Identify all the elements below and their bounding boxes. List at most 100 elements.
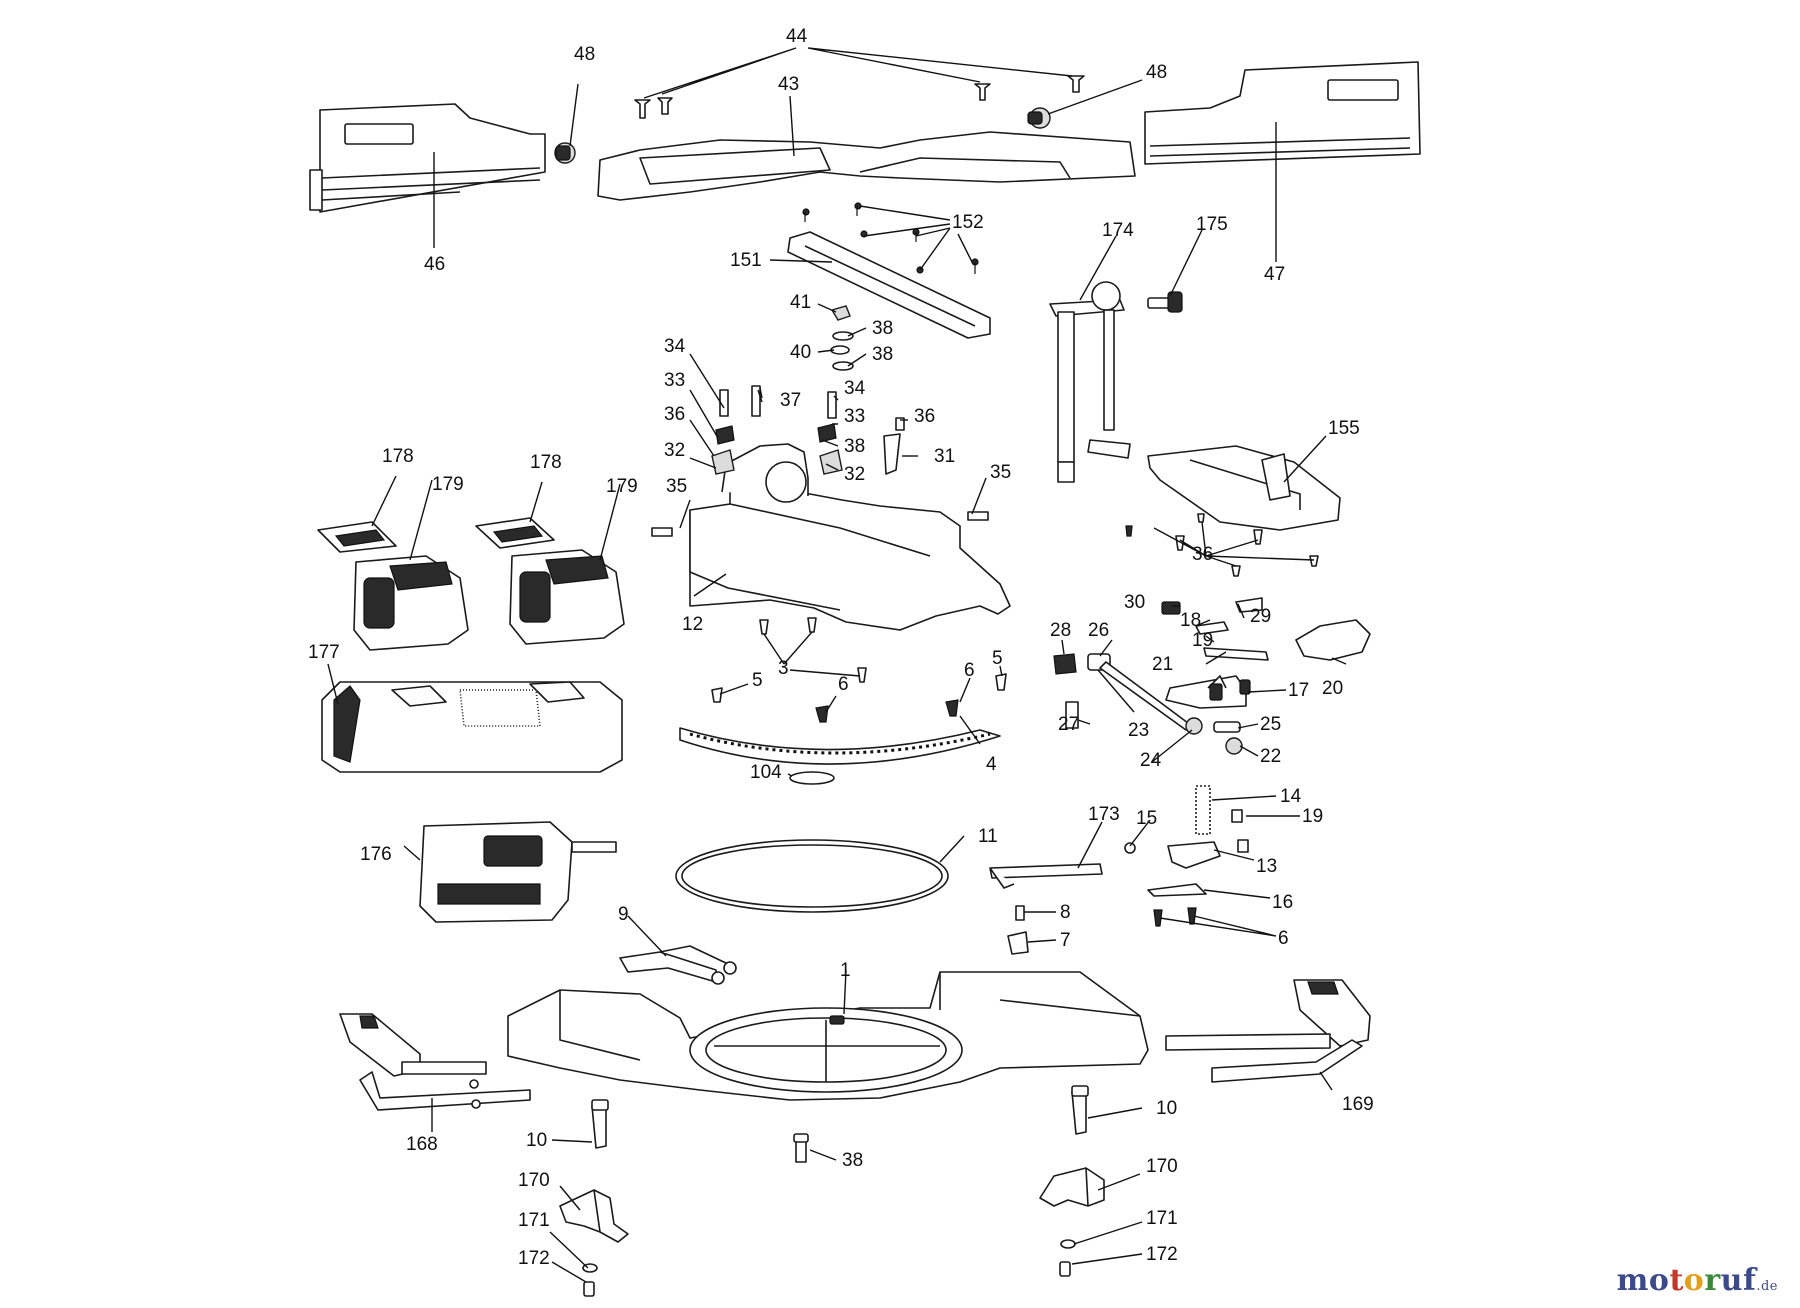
label-171-right: 171 — [1146, 1208, 1178, 1229]
base-assembly-1 — [507, 971, 1149, 1101]
label-3: 3 — [778, 658, 789, 679]
fence-bracket-44 — [597, 131, 1136, 201]
label-36-right: 36 — [1192, 544, 1213, 565]
label-22: 22 — [1260, 746, 1281, 767]
label-35-left: 35 — [666, 476, 687, 497]
label-24: 24 — [1140, 750, 1162, 771]
ring-104 — [789, 771, 835, 785]
label-33-right: 33 — [844, 406, 865, 427]
label-21: 21 — [1152, 654, 1173, 675]
label-38-left: 36 — [664, 404, 685, 425]
watermark-letter: u — [1720, 1263, 1743, 1298]
spring-14 — [1195, 785, 1211, 835]
label-10-left: 10 — [526, 1130, 547, 1151]
label-19-upper: 19 — [1192, 630, 1213, 651]
label-14: 14 — [1280, 786, 1302, 807]
side-handle-169 — [1165, 979, 1371, 1083]
label-9: 9 — [618, 904, 629, 925]
label-176: 176 — [360, 844, 392, 865]
pins-10-40 — [591, 1085, 1089, 1163]
label-33-left: 33 — [664, 370, 685, 391]
label-174: 174 — [1102, 220, 1134, 241]
label-40: 38 — [842, 1150, 863, 1171]
label-17: 17 — [1288, 680, 1309, 701]
label-175: 175 — [1196, 214, 1228, 235]
label-15: 15 — [1136, 808, 1157, 829]
label-46: 46 — [424, 254, 445, 275]
holddown-clamp-174 — [1049, 281, 1131, 483]
kerf-plate-151 — [787, 231, 991, 339]
label-26: 26 — [1088, 620, 1109, 641]
label-5-right: 5 — [992, 648, 1003, 669]
right-fence-47 — [1144, 61, 1421, 165]
label-104: 104 — [750, 762, 782, 783]
watermark-letter: t — [1669, 1263, 1684, 1298]
label-32-left: 32 — [664, 440, 685, 461]
watermark-letter: m — [1616, 1263, 1649, 1298]
part-number-labels: 44 48 48 43 46 47 152 151 174 175 41 38 … — [308, 26, 1374, 1269]
label-34-right: 34 — [844, 378, 866, 399]
label-47: 47 — [1264, 264, 1285, 285]
label-31: 31 — [934, 446, 955, 467]
watermark-logo: motoruf.de — [1617, 1263, 1778, 1298]
label-172-left: 172 — [518, 1248, 550, 1269]
foot-170-right — [1039, 1167, 1105, 1207]
screws-3-5-6 — [711, 617, 1007, 723]
label-6-lower: 6 — [1278, 928, 1289, 949]
label-42: 40 — [790, 342, 811, 363]
label-173: 173 — [1088, 804, 1120, 825]
label-48-right: 48 — [1146, 62, 1167, 83]
label-18: 18 — [1180, 610, 1201, 631]
label-170-left: 170 — [518, 1170, 550, 1191]
label-1: 1 — [840, 960, 851, 981]
label-11: 11 — [978, 826, 998, 847]
small-parts-7-8 — [1007, 905, 1029, 955]
washers-171-172 — [582, 1239, 1076, 1297]
bevel-hardware-31-38 — [651, 385, 989, 537]
label-16: 16 — [1272, 892, 1293, 913]
label-168: 168 — [406, 1134, 438, 1155]
knob-175 — [1147, 291, 1183, 313]
charger-177 — [321, 681, 623, 773]
label-13: 13 — [1256, 856, 1277, 877]
rod-173 — [989, 863, 1103, 889]
label-41-a: 38 — [872, 318, 893, 339]
lever-parts-13-16 — [1124, 809, 1249, 897]
label-34-left: 34 — [664, 336, 686, 357]
label-177: 177 — [308, 642, 340, 663]
handle-lock-assembly-17-30 — [1161, 597, 1371, 709]
miter-scale-4 — [679, 727, 1001, 765]
label-6-left: 6 — [838, 674, 849, 695]
side-handle-168 — [339, 1013, 531, 1111]
screws-6-lower — [1153, 907, 1197, 927]
label-43: 41 — [790, 292, 811, 313]
label-170-right: 170 — [1146, 1156, 1178, 1177]
label-25: 25 — [1260, 714, 1281, 735]
watermark-letter: o — [1683, 1263, 1705, 1298]
label-30: 30 — [1124, 592, 1145, 613]
label-29: 29 — [1250, 606, 1271, 627]
label-5-left: 5 — [752, 670, 763, 691]
battery-176 — [419, 821, 617, 923]
label-20: 20 — [1322, 678, 1343, 699]
label-4: 4 — [986, 754, 997, 775]
label-35-right: 35 — [990, 462, 1011, 483]
handle-9 — [619, 945, 737, 985]
label-32-right: 32 — [844, 464, 865, 485]
belt-ring-11 — [675, 839, 949, 913]
label-12: 12 — [682, 614, 703, 635]
left-fence-46 — [309, 103, 546, 213]
label-179-right: 179 — [606, 476, 638, 497]
label-8: 8 — [1060, 902, 1071, 923]
battery-179-right — [509, 549, 625, 645]
small-fasteners-41-43 — [830, 305, 854, 371]
screws-45 — [634, 75, 1085, 119]
battery-cap-178-right — [475, 517, 555, 549]
turntable-assembly-12 — [689, 443, 1011, 631]
watermark-letter: f — [1742, 1263, 1757, 1298]
battery-cap-178-left — [317, 521, 397, 553]
blade-guard-155 — [1147, 445, 1341, 531]
label-44: 43 — [778, 74, 799, 95]
watermark-letter: r — [1704, 1263, 1721, 1298]
